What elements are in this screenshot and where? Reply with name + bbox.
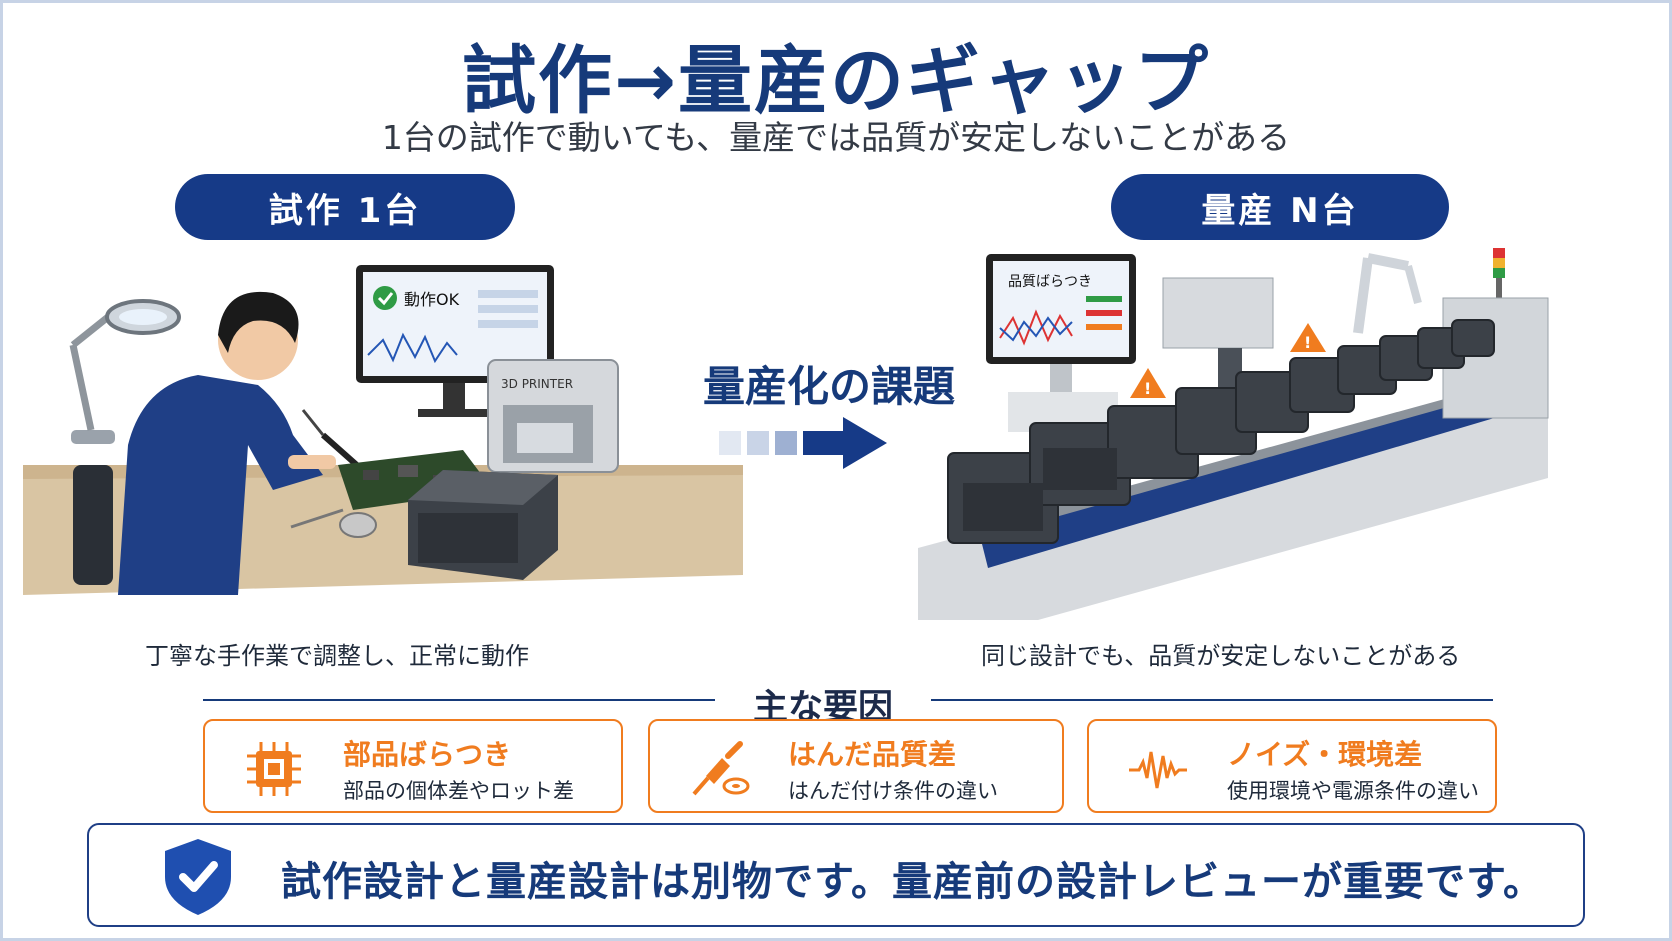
mass-production-challenge-label: 量産化の課題 [703, 362, 956, 411]
qc-monitor: 品質ばらつき [986, 254, 1136, 432]
factor-title: ノイズ・環境差 [1227, 738, 1423, 771]
monitor-status-label: 動作OK [404, 290, 460, 309]
warning-icon: ! [1290, 323, 1326, 352]
page-title: 試作→量産のギャップ [461, 38, 1210, 124]
conclusion-text: 試作設計と量産設計は別物です。量産前の設計レビューが重要です。 [281, 859, 1544, 905]
soldering-iron-icon [692, 741, 750, 796]
prototype-caption: 丁寧な手作業で調整し、正常に動作 [145, 642, 529, 670]
shield-check-icon [165, 839, 231, 915]
conclusion-box: 試作設計と量産設計は別物です。量産前の設計レビューが重要です。 [87, 823, 1585, 927]
transition-arrow-icon [719, 417, 887, 469]
chip-icon [247, 742, 301, 796]
factor-title: はんだ品質差 [788, 738, 957, 771]
page-subtitle: 1台の試作で動いても、量産では品質が安定しないことがある [381, 118, 1291, 157]
monitor: 動作OK [356, 265, 554, 417]
mass-production-caption: 同じ設計でも、品質が安定しないことがある [981, 642, 1461, 670]
factor-card-noise-environment: ノイズ・環境差 使用環境や電源条件の違い [1087, 719, 1497, 813]
factor-description: 部品の個体差やロット差 [343, 779, 574, 803]
svg-text:!: ! [1304, 333, 1311, 352]
noise-wave-icon [1129, 751, 1187, 789]
product-units [947, 319, 1495, 544]
factor-title: 部品ばらつき [343, 738, 512, 771]
robot-arm [1353, 253, 1422, 334]
magnifier-lamp-icon [69, 299, 181, 444]
3d-printer: 3D PRINTER [487, 359, 619, 473]
factor-description: 使用環境や電源条件の違い [1227, 779, 1479, 803]
divider [203, 699, 715, 701]
svg-text:!: ! [1144, 379, 1151, 398]
factor-card-parts-variation: 部品ばらつき 部品の個体差やロット差 [203, 719, 623, 813]
factor-card-solder-quality: はんだ品質差 はんだ付け条件の違い [648, 719, 1064, 813]
production-line-illustration: 品質ばらつき [918, 248, 1549, 620]
factor-description: はんだ付け条件の違い [788, 779, 998, 803]
factors-heading-row: 主な要因 [203, 679, 1493, 728]
printer-label: 3D PRINTER [501, 377, 573, 391]
mass-production-pill: 量産 N台 [1111, 174, 1449, 240]
engineer-figure [118, 291, 370, 595]
warning-icon: ! [1130, 368, 1166, 398]
press-machine [1162, 277, 1274, 406]
prototype-workbench-illustration: 動作OK 3D PRINTER [23, 265, 743, 595]
device-enclosure [408, 470, 558, 580]
qc-monitor-label: 品質ばらつき [1008, 274, 1092, 290]
stack-light-icon [1493, 248, 1505, 303]
prototype-pill: 試作 1台 [175, 174, 515, 240]
divider [931, 699, 1493, 701]
